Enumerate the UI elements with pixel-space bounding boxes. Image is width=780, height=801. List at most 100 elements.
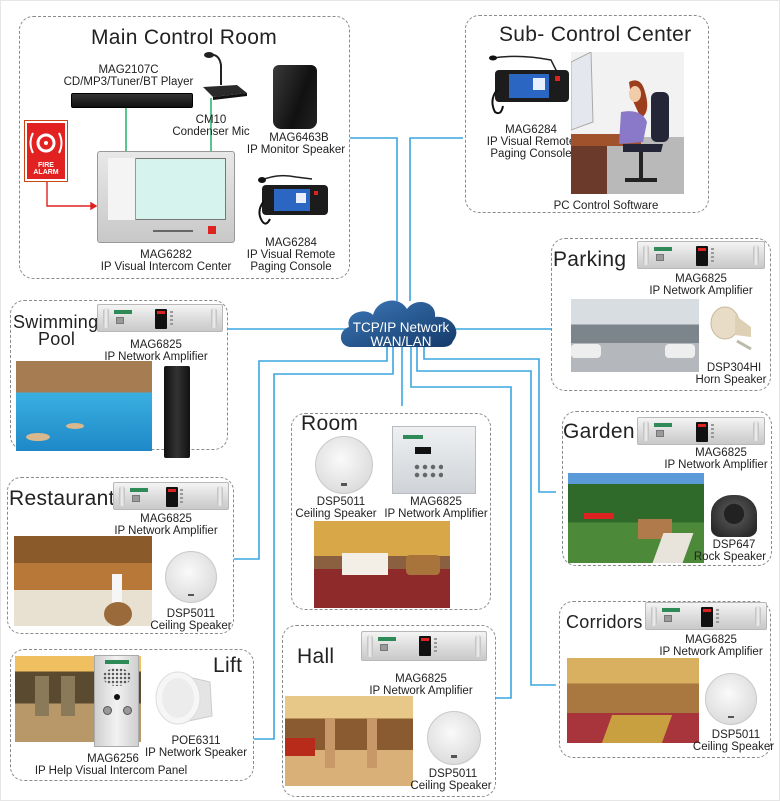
console-model: MAG6284 <box>265 237 317 249</box>
corridors-amplifier-device <box>645 602 767 630</box>
parking-amp-desc: IP Network Amplifier <box>649 285 753 297</box>
zone-title-parking: Parking <box>553 248 627 271</box>
corridors-amp-model: MAG6825 <box>685 634 737 646</box>
parking-speaker-model: DSP304HI <box>706 362 762 374</box>
restaurant-speaker-desc: Ceiling Speaker <box>150 620 232 632</box>
sub-console-desc2: Paging Console <box>490 148 572 160</box>
network-label-line1: TCP/IP Network <box>352 320 450 335</box>
room-ceiling-speaker-device <box>315 436 373 494</box>
sub-console-desc1: IP Visual Remote <box>486 136 576 148</box>
hall-amp-model: MAG6825 <box>395 673 447 685</box>
pc-software-label: PC Control Software <box>553 200 659 212</box>
zone-hall <box>282 625 496 797</box>
restaurant-speaker-model: DSP5011 <box>166 608 216 620</box>
cd-player-device <box>71 93 193 108</box>
horn-speaker-device <box>707 305 757 353</box>
hall-amplifier-device <box>361 631 487 661</box>
zone-garden <box>562 411 772 566</box>
zone-title-restaurant: Restaurant <box>9 487 115 510</box>
zone-restaurant <box>7 477 234 634</box>
garden-speaker-desc: Rock Speaker <box>693 551 767 563</box>
garden-speaker-model: DSP647 <box>712 539 756 551</box>
corridors-ceiling-speaker-device <box>705 673 757 725</box>
zone-title-garden: Garden <box>563 420 635 443</box>
lift-speaker-desc: IP Network Speaker <box>144 747 248 759</box>
room-wall-amplifier-device <box>392 426 476 494</box>
room-speaker-desc: Ceiling Speaker <box>295 508 377 520</box>
help-intercom-panel-device <box>94 655 139 747</box>
intercom-center-desc: IP Visual Intercom Center <box>100 261 232 273</box>
parking-photo <box>571 299 699 372</box>
intercom-center-device <box>97 151 235 243</box>
parking-amp-model: MAG6825 <box>675 273 727 285</box>
room-photo <box>314 521 450 608</box>
mic-desc: Condenser Mic <box>172 126 250 138</box>
garden-amp-desc: IP Network Amplifier <box>664 459 768 471</box>
parking-speaker-desc: Horn Speaker <box>695 374 767 386</box>
fire-alarm-line1: FIRE <box>38 162 54 169</box>
pool-amp-model: MAG6825 <box>130 339 182 351</box>
network-speaker-device <box>154 666 216 730</box>
zone-main-control-room <box>19 16 350 279</box>
zone-title-hall: Hall <box>297 645 335 668</box>
fire-alarm-icon: FIRE ALARM <box>24 120 68 182</box>
restaurant-amplifier-device <box>113 482 229 510</box>
zone-title-pool-line1: Swimming <box>13 312 99 332</box>
zone-sub-control-center <box>465 15 709 213</box>
hall-photo <box>285 696 413 786</box>
zone-lift <box>10 649 254 781</box>
console-desc1: IP Visual Remote <box>246 249 336 261</box>
intercom-center-model: MAG6282 <box>140 249 192 261</box>
garden-photo <box>568 473 704 563</box>
player-desc: CD/MP3/Tuner/BT Player <box>63 76 194 88</box>
restaurant-photo <box>14 536 152 626</box>
lift-speaker-model: POE6311 <box>171 735 221 747</box>
corridors-speaker-desc: Ceiling Speaker <box>692 741 775 753</box>
fire-alarm-line2: ALARM <box>33 169 59 176</box>
zone-title-sub-control-center: Sub- Control Center <box>499 23 692 46</box>
monitor-desc: IP Monitor Speaker <box>246 144 346 156</box>
restaurant-ceiling-speaker-device <box>165 551 217 603</box>
pc-operator-illustration <box>571 52 684 194</box>
zone-title-room: Room <box>301 412 359 435</box>
room-amp-desc: IP Network Amplifier <box>384 508 488 520</box>
hall-ceiling-speaker-device <box>427 711 481 765</box>
garden-amp-model: MAG6825 <box>695 447 747 459</box>
corridors-photo <box>567 658 699 743</box>
sub-console-model: MAG6284 <box>505 124 557 136</box>
zone-title-lift: Lift <box>213 654 243 677</box>
zone-title-pool-line2: Pool <box>38 329 76 349</box>
corridors-speaker-model: DSP5011 <box>711 729 761 741</box>
hall-amp-desc: IP Network Amplifier <box>369 685 473 697</box>
lift-panel-model: MAG6256 <box>87 753 139 765</box>
lift-panel-desc: IP Help Visual Intercom Panel <box>34 765 188 777</box>
restaurant-amp-desc: IP Network Amplifier <box>114 525 218 537</box>
garden-amplifier-device <box>637 417 765 445</box>
corridors-amp-desc: IP Network Amplifier <box>659 646 763 658</box>
pool-amp-desc: IP Network Amplifier <box>104 351 208 363</box>
rock-speaker-device <box>711 495 757 537</box>
zone-title-corridors: Corridors <box>566 612 643 632</box>
column-speaker-device <box>164 366 190 458</box>
restaurant-amp-model: MAG6825 <box>140 513 192 525</box>
room-amp-model: MAG6825 <box>410 496 462 508</box>
player-model: MAG2107C <box>98 64 159 76</box>
mic-model: CM10 <box>195 114 227 126</box>
pool-amplifier-device <box>97 304 223 332</box>
sub-paging-console-device <box>489 54 573 116</box>
hall-speaker-desc: Ceiling Speaker <box>410 780 492 792</box>
pool-photo <box>16 361 152 451</box>
condenser-mic-device <box>201 51 249 101</box>
paging-console-device <box>256 171 334 227</box>
zone-parking <box>551 238 771 391</box>
monitor-model: MAG6463B <box>269 132 329 144</box>
tcp-ip-network-cloud: TCP/IP Network WAN/LAN <box>337 295 465 349</box>
zone-corridors <box>559 601 771 758</box>
monitor-speaker-device <box>273 65 317 129</box>
wire-sub-control <box>409 137 463 301</box>
wire-main-control <box>350 137 398 301</box>
hall-speaker-model: DSP5011 <box>428 768 478 780</box>
zone-room <box>291 413 491 610</box>
room-speaker-model: DSP5011 <box>316 496 366 508</box>
